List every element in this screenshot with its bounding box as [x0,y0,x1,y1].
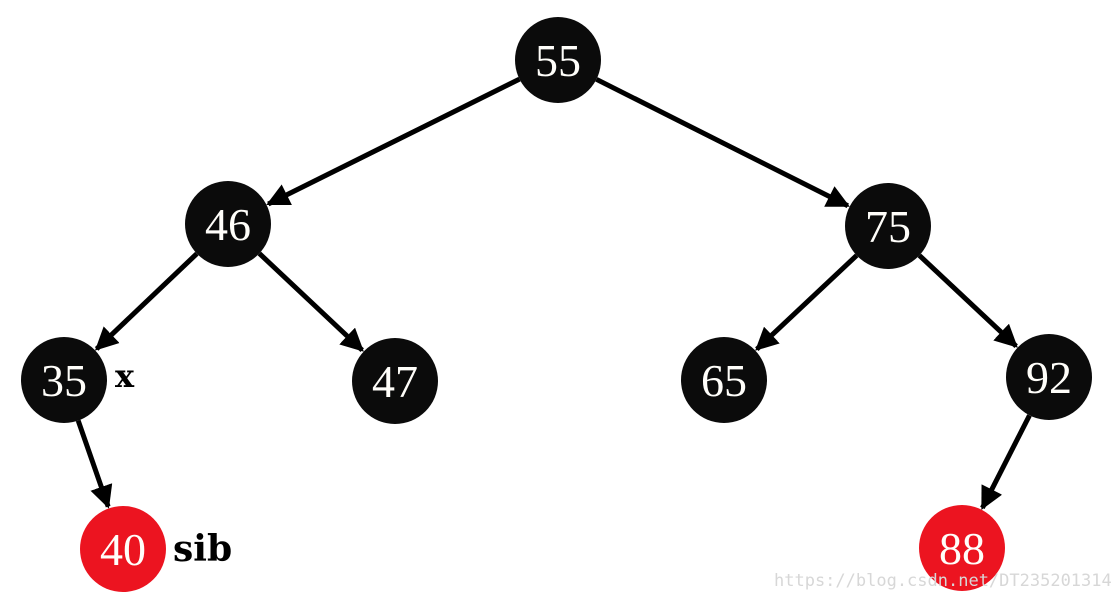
tree-node-35-value: 35 [41,355,87,406]
node-side-label-x: x [115,357,135,395]
tree-node-75-circle [845,183,931,269]
edge-46-to-35 [94,251,199,351]
tree-node-88-value: 88 [939,523,985,574]
edge-35-to-40 [75,419,113,509]
tree-node-47-circle [352,338,438,424]
edge-46-to-47 [257,251,364,352]
tree-node-35-circle [21,337,107,423]
tree-node-40-circle [80,506,166,592]
edge-92-to-88 [980,414,1032,510]
tree-node-40-value: 40 [100,524,146,575]
tree-node-47-value: 47 [372,356,418,407]
edge-75-to-65 [755,253,859,352]
tree-node-92-value: 92 [1026,352,1072,403]
watermark-url: https://blog.csdn.net/DT235201314 [774,571,1112,591]
tree-node-65-circle [681,337,767,423]
tree-node-92-circle [1006,334,1092,420]
tree-node-65-value: 65 [701,355,747,406]
node-side-label-sib: sib [173,528,232,570]
tree-node-55-circle [515,17,601,103]
tree-node-55-value: 55 [535,35,581,86]
edge-75-to-92 [917,253,1018,349]
tree-node-88-circle [919,505,1005,591]
edge-55-to-75 [595,77,850,209]
edge-55-to-46 [266,76,521,207]
tree-node-46-circle [185,181,271,267]
tree-node-46-value: 46 [205,199,251,250]
tree-node-75-value: 75 [865,201,911,252]
